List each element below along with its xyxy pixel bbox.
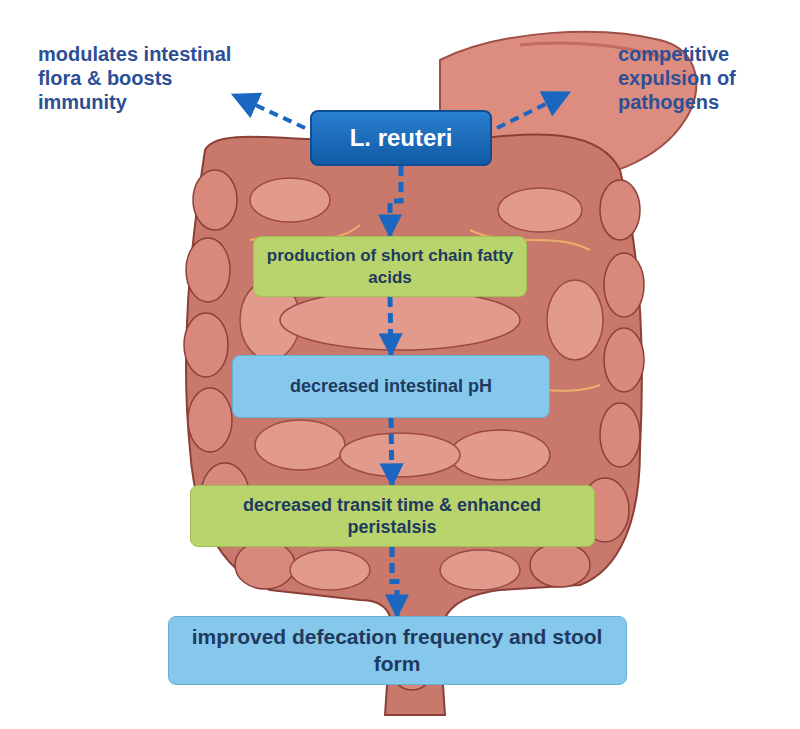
organism-box: L. reuteri [310, 110, 492, 166]
colon-haustra [184, 170, 644, 690]
box-text: decreased intestinal pH [290, 375, 492, 398]
effect-note: competitive expulsion of pathogens [618, 42, 768, 114]
flow-arrow [390, 297, 391, 355]
process-box: decreased intestinal pH [232, 355, 550, 418]
flow-arrow [392, 547, 397, 616]
flow-arrow [391, 418, 392, 485]
process-box: production of short chain fatty acids [253, 236, 527, 297]
box-text: L. reuteri [350, 123, 453, 153]
box-text: improved defecation frequency and stool … [181, 624, 614, 677]
side-arrow [497, 94, 566, 128]
flow-arrow [390, 166, 401, 236]
box-text: decreased transit time & enhanced perist… [203, 494, 582, 539]
side-arrow [236, 96, 305, 128]
effect-note: modulates intestinal flora & boosts immu… [38, 42, 253, 114]
outcome-box: improved defecation frequency and stool … [168, 616, 627, 685]
box-text: production of short chain fatty acids [266, 245, 514, 288]
process-box: decreased transit time & enhanced perist… [190, 485, 595, 547]
